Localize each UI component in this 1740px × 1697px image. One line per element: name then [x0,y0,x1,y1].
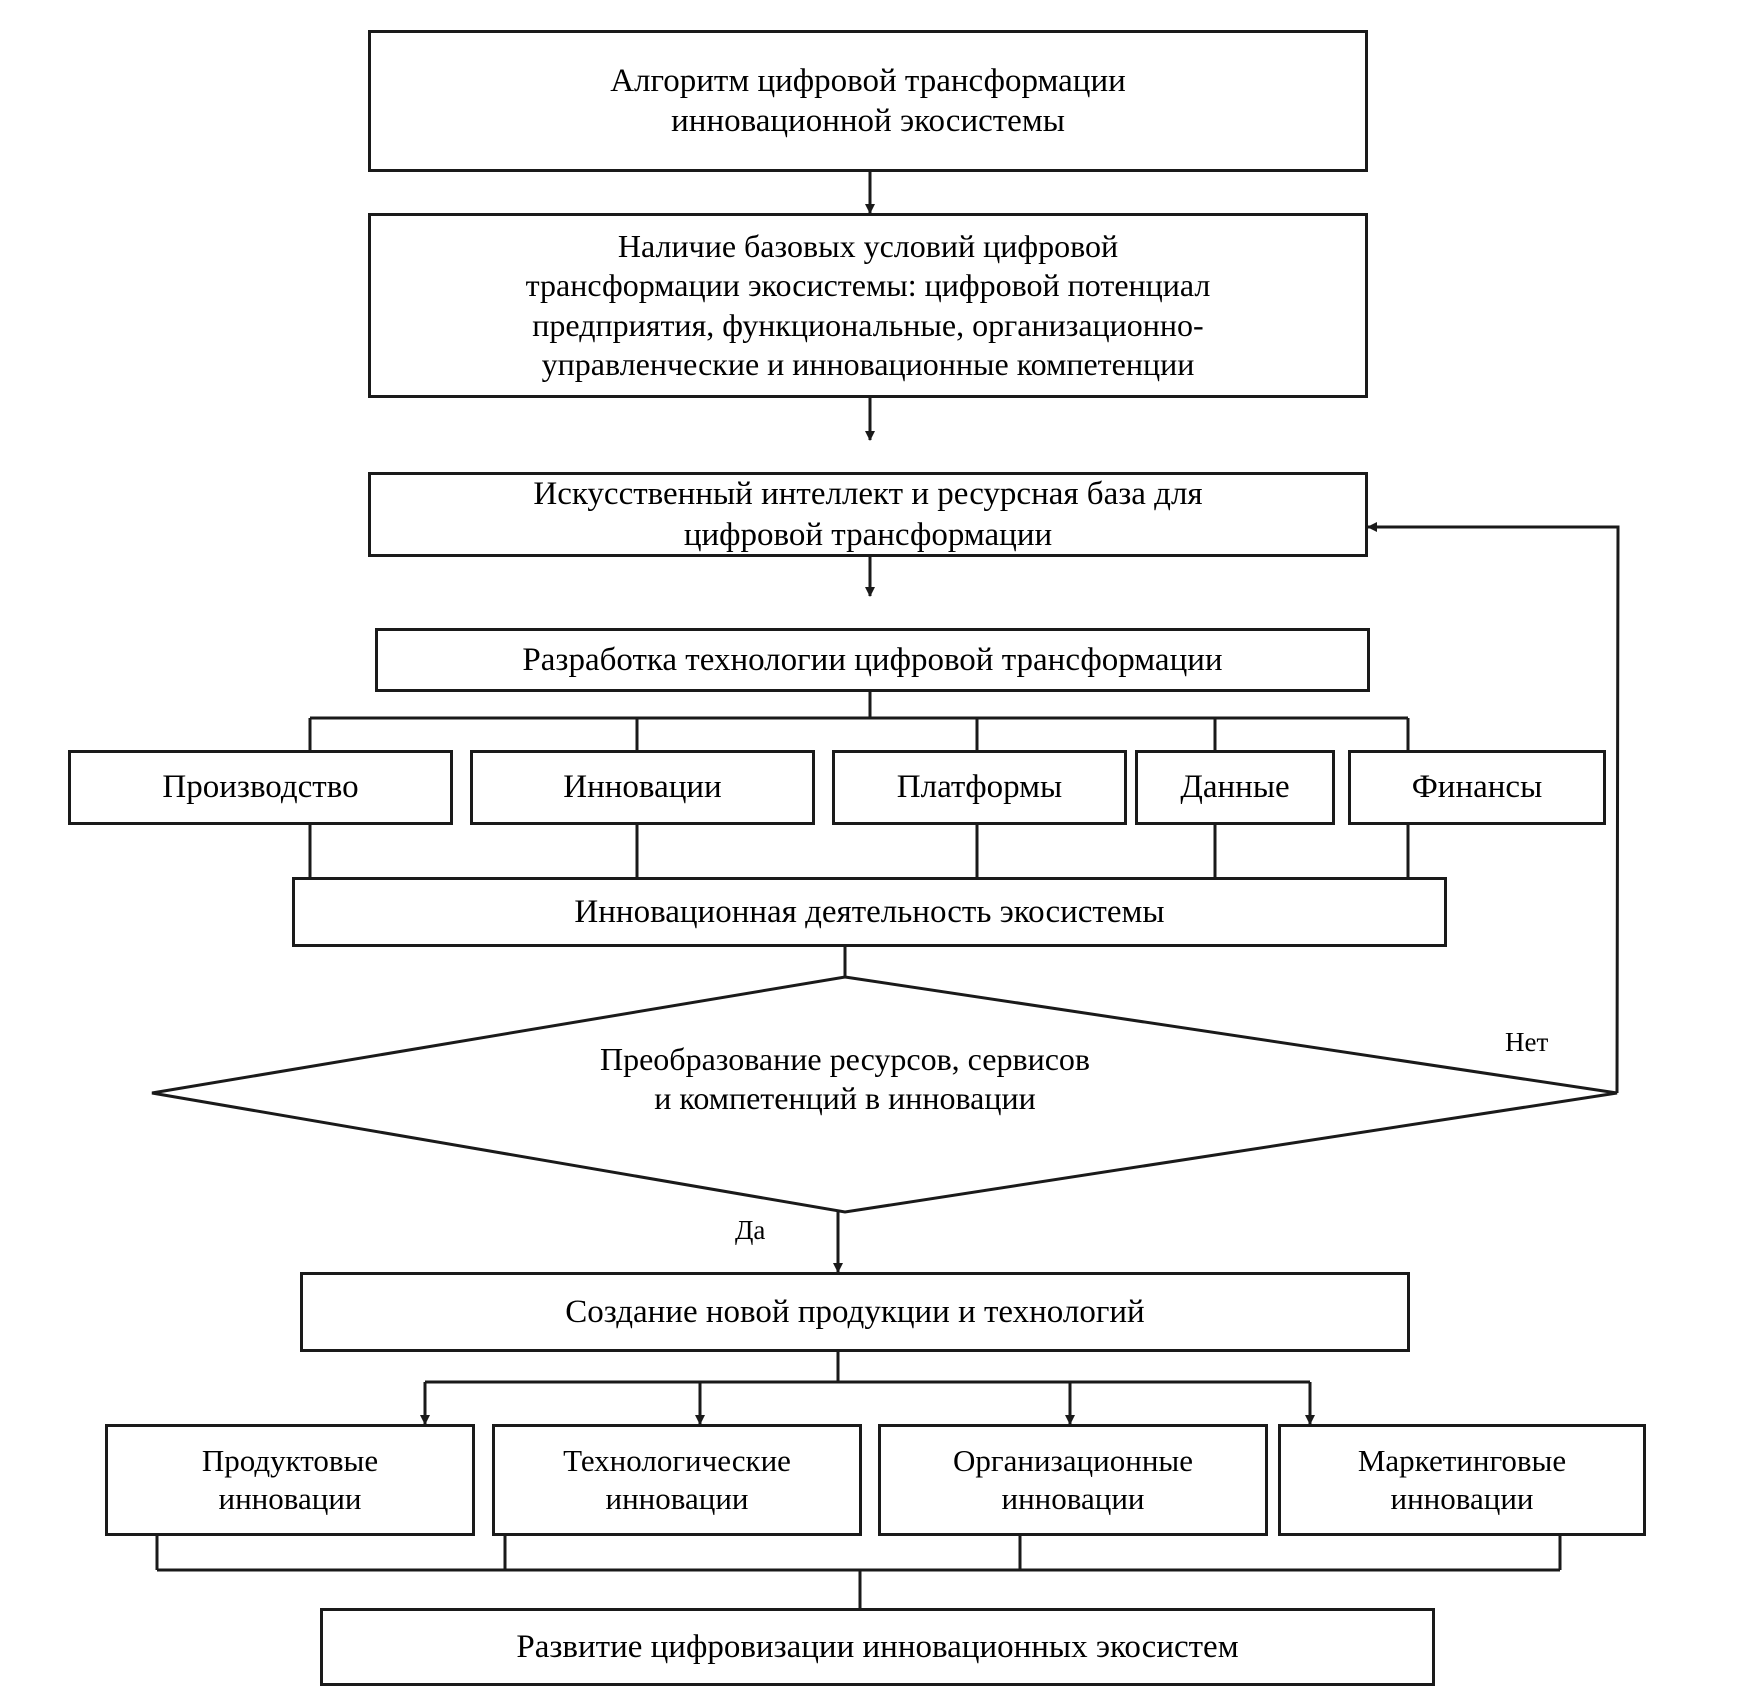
node-innovation-technological[interactable]: Технологические инновации [492,1424,862,1536]
node-innovation-product[interactable]: Продуктовые инновации [105,1424,475,1536]
node-ai-resources-label: Искусственный интеллект и ресурсная база… [533,476,1203,553]
node-ecosystem-activity-label: Инновационная деятельность экосистемы [574,893,1165,930]
node-innovation-marketing[interactable]: Маркетинговые инновации [1278,1424,1646,1536]
node-ecosystem-activity[interactable]: Инновационная деятельность экосистемы [292,877,1447,947]
node-branch-production-label: Производство [162,769,359,806]
node-new-products-label: Создание новой продукции и технологий [565,1293,1145,1330]
node-branch-data-label: Данные [1180,769,1290,806]
node-result-label: Развитие цифровизации инновационных экос… [516,1628,1239,1665]
node-tech-development[interactable]: Разработка технологии цифровой трансформ… [375,628,1370,692]
decision-diamond [151,975,1618,1214]
edge-label-yes: Да [735,1215,766,1245]
node-new-products[interactable]: Создание новой продукции и технологий [300,1272,1410,1352]
node-branch-data[interactable]: Данные [1135,750,1335,825]
node-branch-platforms[interactable]: Платформы [832,750,1127,825]
node-ai-resources[interactable]: Искусственный интеллект и ресурсная база… [368,472,1368,557]
node-base-conditions-label: Наличие базовых условий цифровой трансфо… [525,228,1211,382]
node-branch-finance-label: Финансы [1411,769,1543,806]
node-result[interactable]: Развитие цифровизации инновационных экос… [320,1608,1435,1686]
node-branch-platforms-label: Платформы [896,769,1063,806]
node-decision-label: Преобразование ресурсов, сервисов и комп… [599,1041,1091,1117]
node-base-conditions[interactable]: Наличие базовых условий цифровой трансфо… [368,213,1368,398]
node-start-label: Алгоритм цифровой трансформации инноваци… [610,62,1126,139]
node-tech-development-label: Разработка технологии цифровой трансформ… [522,641,1223,678]
node-branch-finance[interactable]: Финансы [1348,750,1606,825]
node-branch-production[interactable]: Производство [68,750,453,825]
node-branch-innovations-label: Инновации [563,769,722,806]
node-start[interactable]: Алгоритм цифровой трансформации инноваци… [368,30,1368,172]
node-innovation-organizational-label: Организационные инновации [953,1443,1193,1516]
node-innovation-marketing-label: Маркетинговые инновации [1357,1443,1567,1516]
node-innovation-organizational[interactable]: Организационные инновации [878,1424,1268,1536]
node-innovation-product-label: Продуктовые инновации [201,1443,379,1516]
edge-label-no: Нет [1505,1027,1549,1057]
node-branch-innovations[interactable]: Инновации [470,750,815,825]
node-innovation-technological-label: Технологические инновации [563,1443,791,1516]
